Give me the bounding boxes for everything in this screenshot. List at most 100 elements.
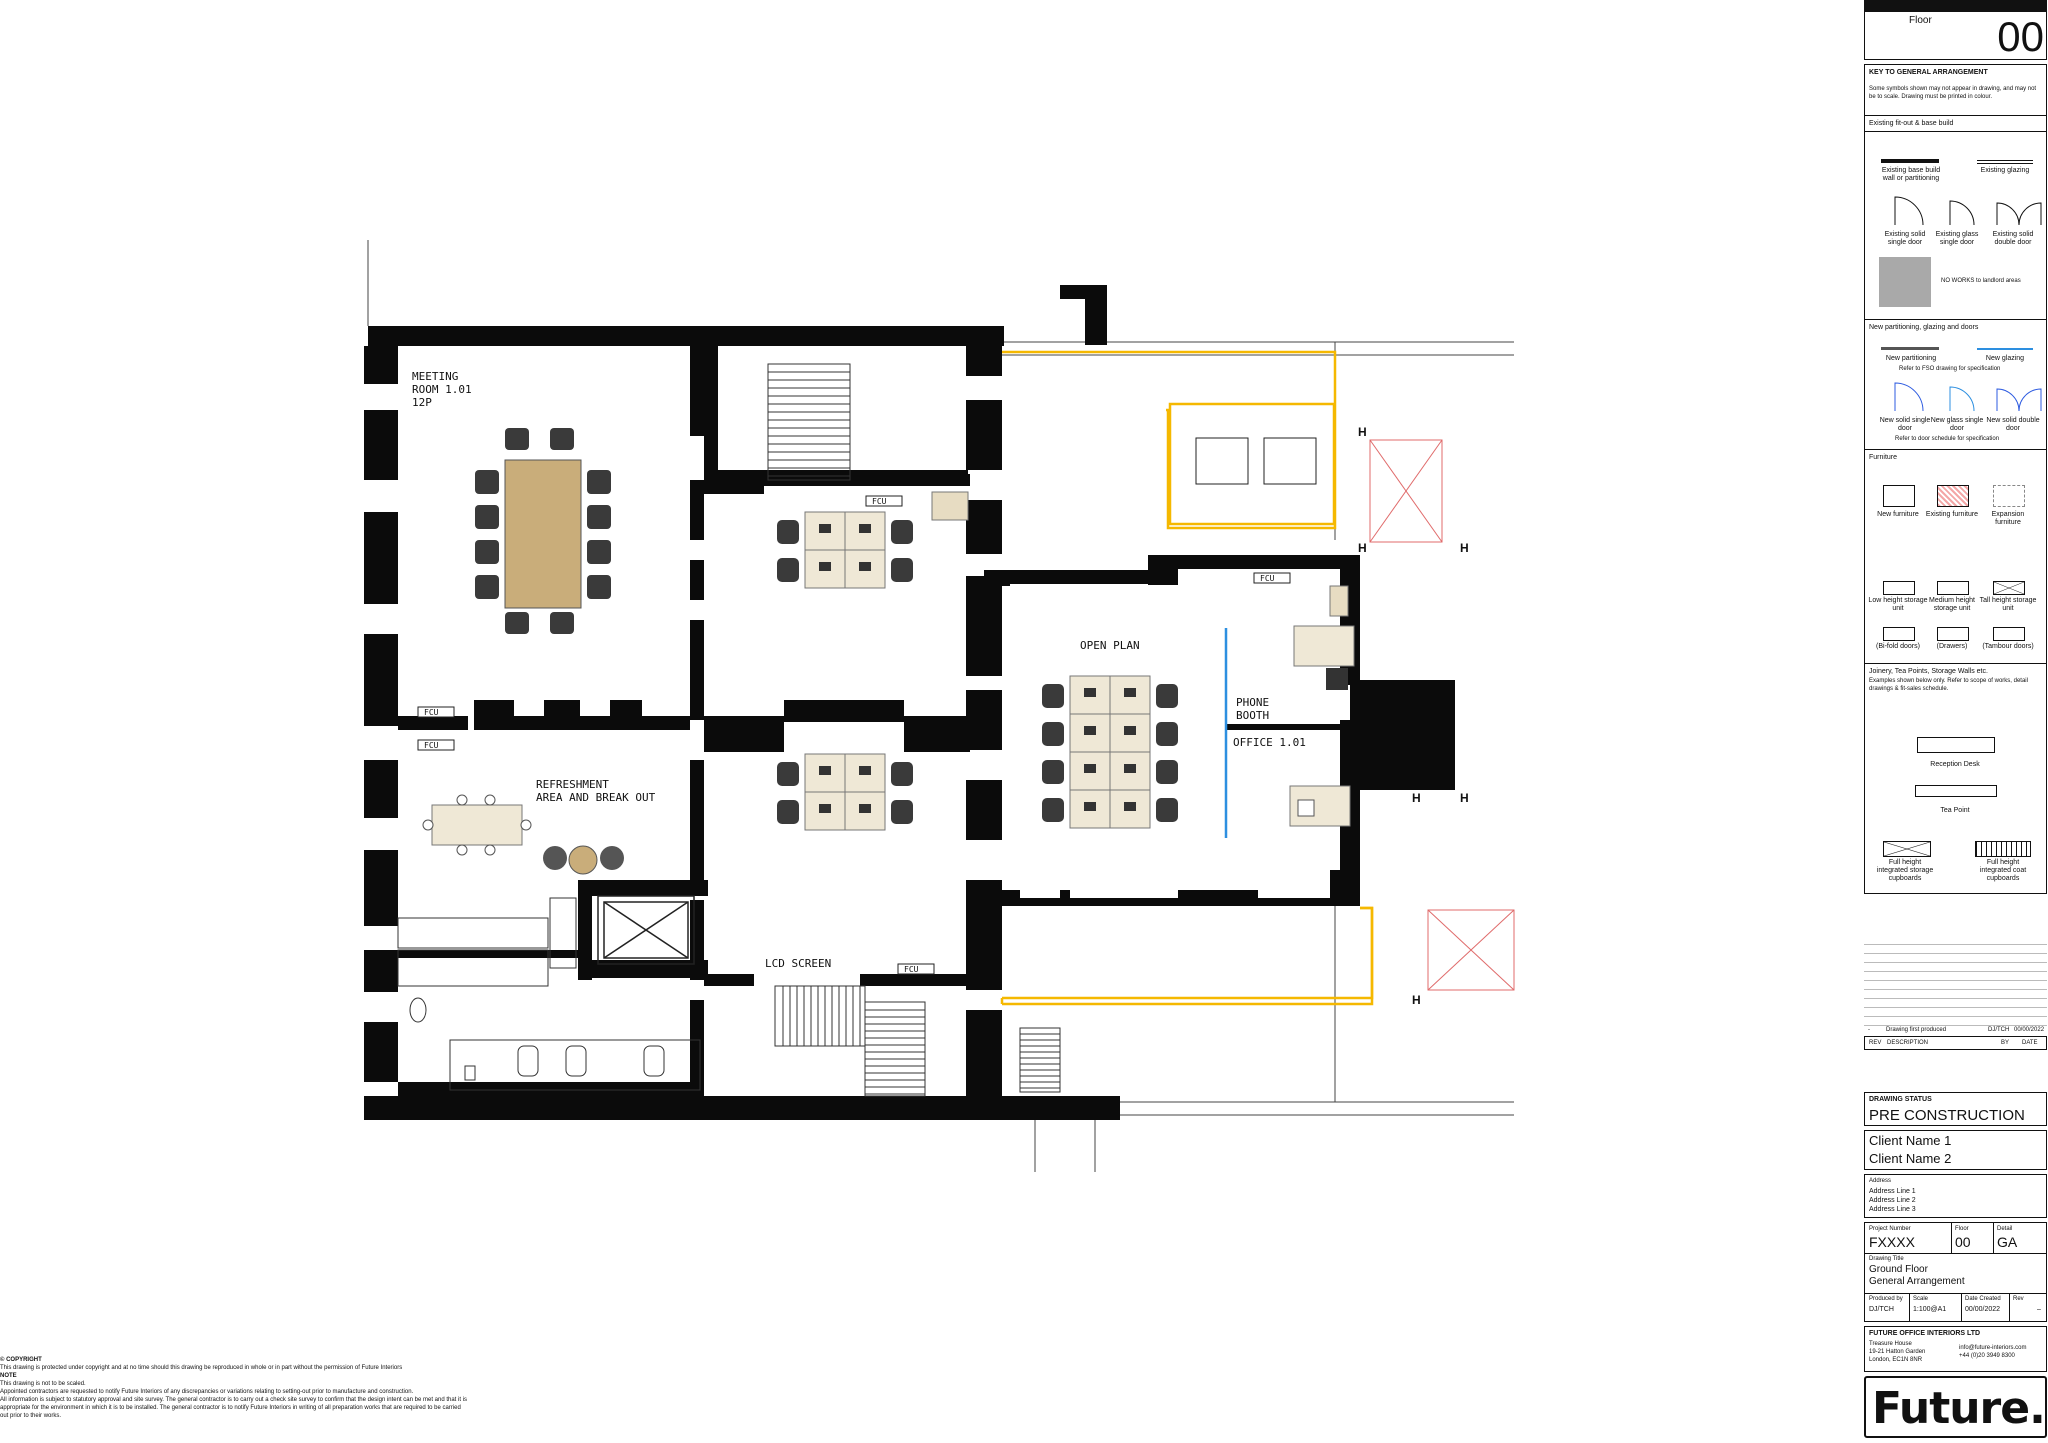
chair-icon [1156, 760, 1178, 784]
medium-storage-icon [1937, 581, 1969, 595]
new-glazing-caption: New glazing [1985, 355, 2025, 362]
produced-by: DJ/TCH [1869, 1306, 1894, 1313]
pavement-lights [1195, 437, 1317, 485]
existing-furniture-icon [1937, 485, 1969, 507]
copyright-notes: © COPYRIGHT This drawing is protected un… [0, 1356, 470, 1420]
site-boundary [367, 240, 1514, 1172]
chair-icon [587, 505, 611, 529]
revision-row-date: 00/00/2022 [2014, 1027, 2045, 1033]
status-label: DRAWING STATUS [1869, 1096, 1932, 1103]
room-label-open-plan: OPEN PLAN [1080, 639, 1140, 652]
existing-glazing-caption: Existing glazing [1980, 167, 2030, 174]
new-header: New partitioning, glazing and doors [1869, 324, 1979, 331]
date-value: 00/00/2022 [1965, 1306, 2001, 1313]
note-3: All information is subject to statutory … [0, 1397, 468, 1419]
room-label-meeting-1: MEETING [412, 370, 458, 383]
fcu-tags: FCU FCU FCU FCU FCU [417, 495, 1291, 975]
floor-header: Floor 00 [1864, 0, 2047, 60]
date-label: Date Created [1965, 1296, 2001, 1302]
existing-wall-icon [1881, 159, 1939, 163]
status-box: DRAWING STATUS PRE CONSTRUCTION [1864, 1092, 2047, 1126]
reception-caption: Reception Desk [1930, 761, 1980, 768]
joinery-note: Examples shown below only. Refer to scop… [1869, 678, 2028, 692]
storage-cupboard-icon [1883, 841, 1931, 857]
chair-icon [475, 470, 499, 494]
title-block: Floor 00 KEY TO GENERAL ARRANGEMENT Some… [1864, 0, 2048, 1443]
rev-value: – [2037, 1306, 2041, 1313]
chair-icon [505, 428, 529, 450]
room-label-refresh-1: REFRESHMENT [536, 778, 609, 791]
client-box: Client Name 1 Client Name 2 [1864, 1130, 2047, 1170]
meeting-table [504, 459, 582, 609]
chair-icon [587, 470, 611, 494]
rev-label: Rev [2013, 1296, 2024, 1302]
lift [597, 895, 695, 965]
chair-icon [475, 505, 499, 529]
revision-row-desc: Drawing first produced [1886, 1027, 1947, 1033]
new-door-icon [1894, 382, 2042, 412]
room-labels: MEETING ROOM 1.01 12P REFRESHMENT AREA A… [412, 370, 1306, 970]
company-email[interactable]: info@future-interiors.com [1959, 1345, 2027, 1351]
detail-code: GA [1997, 1234, 2018, 1250]
client-name-1: Client Name 1 [1869, 1133, 1952, 1148]
chair-icon [777, 558, 799, 582]
note-2: Appointed contractors are requested to n… [0, 1389, 414, 1395]
meeting-chairs [475, 428, 611, 634]
joinery-header: Joinery, Tea Points, Storage Walls etc. [1869, 668, 1988, 675]
chair-icon [777, 520, 799, 544]
new-partitioning-caption: New partitioning [1885, 355, 1937, 362]
h-marks: H H H H H H [1358, 425, 1469, 1007]
tall-storage-icon [1993, 581, 2025, 595]
chair-icon [1156, 798, 1178, 822]
address-box: Address Address Line 1 Address Line 2 Ad… [1864, 1174, 2047, 1218]
chair-icon [475, 575, 499, 599]
desk [844, 549, 886, 589]
bi-fold-icon [1883, 627, 1915, 641]
h-mark: H [1460, 541, 1469, 555]
company-address-1: Treasure House [1869, 1341, 1912, 1347]
revision-row-by: DJ/TCH [1988, 1027, 2010, 1033]
furniture-tall-caption: Tall height storage unit [1979, 597, 2037, 612]
room-label-phone-2: BOOTH [1236, 709, 1269, 722]
existing-header: Existing fit-out & base build [1869, 120, 1954, 127]
new-glazing-icon [1977, 348, 2033, 350]
door-single-icon [1894, 196, 2042, 226]
new-solid-double-caption: New solid double door [1986, 417, 2040, 432]
chair-icon [587, 575, 611, 599]
low-storage-icon [1883, 581, 1915, 595]
revision-col-desc: DESCRIPTION [1887, 1040, 1929, 1046]
chair-icon [1042, 760, 1064, 784]
room-label-office: OFFICE 1.01 [1233, 736, 1306, 749]
company-box: FUTURE OFFICE INTERIORS LTD Treasure Hou… [1864, 1326, 2047, 1372]
chair-icon [550, 612, 574, 634]
door-note: Refer to door schedule for specification [1895, 436, 2000, 442]
office-furniture [931, 491, 1355, 827]
chair-icon [891, 520, 913, 544]
chair-icon [1042, 798, 1064, 822]
new-partition-icon [1881, 347, 1939, 350]
note-1: This drawing is not to be scaled. [0, 1381, 86, 1387]
future-logo: Future. [1872, 1383, 2046, 1434]
project-label: Project Number [1869, 1226, 1911, 1232]
tambour-icon [1993, 627, 2025, 641]
furniture-expansion-caption: Expansion furniture [1991, 511, 2025, 526]
chair-icon [777, 762, 799, 786]
full-coat-caption: Full height integrated coat cupboards [1979, 859, 2027, 882]
room-label-phone-1: PHONE [1236, 696, 1269, 709]
address-label: Address [1869, 1178, 1892, 1184]
company-address-2: 19-21 Hatton Garden [1869, 1349, 1926, 1355]
floor-cell-label: Floor [1955, 1226, 1969, 1232]
scale-label: Scale [1913, 1296, 1929, 1302]
floor-cell: 00 [1955, 1234, 1971, 1250]
lightwell-void [1369, 439, 1515, 991]
logo-box: Future. [1864, 1376, 2047, 1438]
breakout-furniture [397, 794, 624, 987]
address-line-1: Address Line 1 [1869, 1188, 1916, 1195]
new-glass-single-caption: New glass single door [1930, 417, 1984, 432]
revision-col-rev: REV [1869, 1040, 1882, 1046]
coat-cupboard-icon [1975, 841, 2031, 857]
scale-value: 1:100@A1 [1913, 1306, 1947, 1313]
company-phone: +44 (0)20 3949 8300 [1959, 1353, 2015, 1359]
address-line-3: Address Line 3 [1869, 1206, 1916, 1213]
chair-icon [1156, 684, 1178, 708]
